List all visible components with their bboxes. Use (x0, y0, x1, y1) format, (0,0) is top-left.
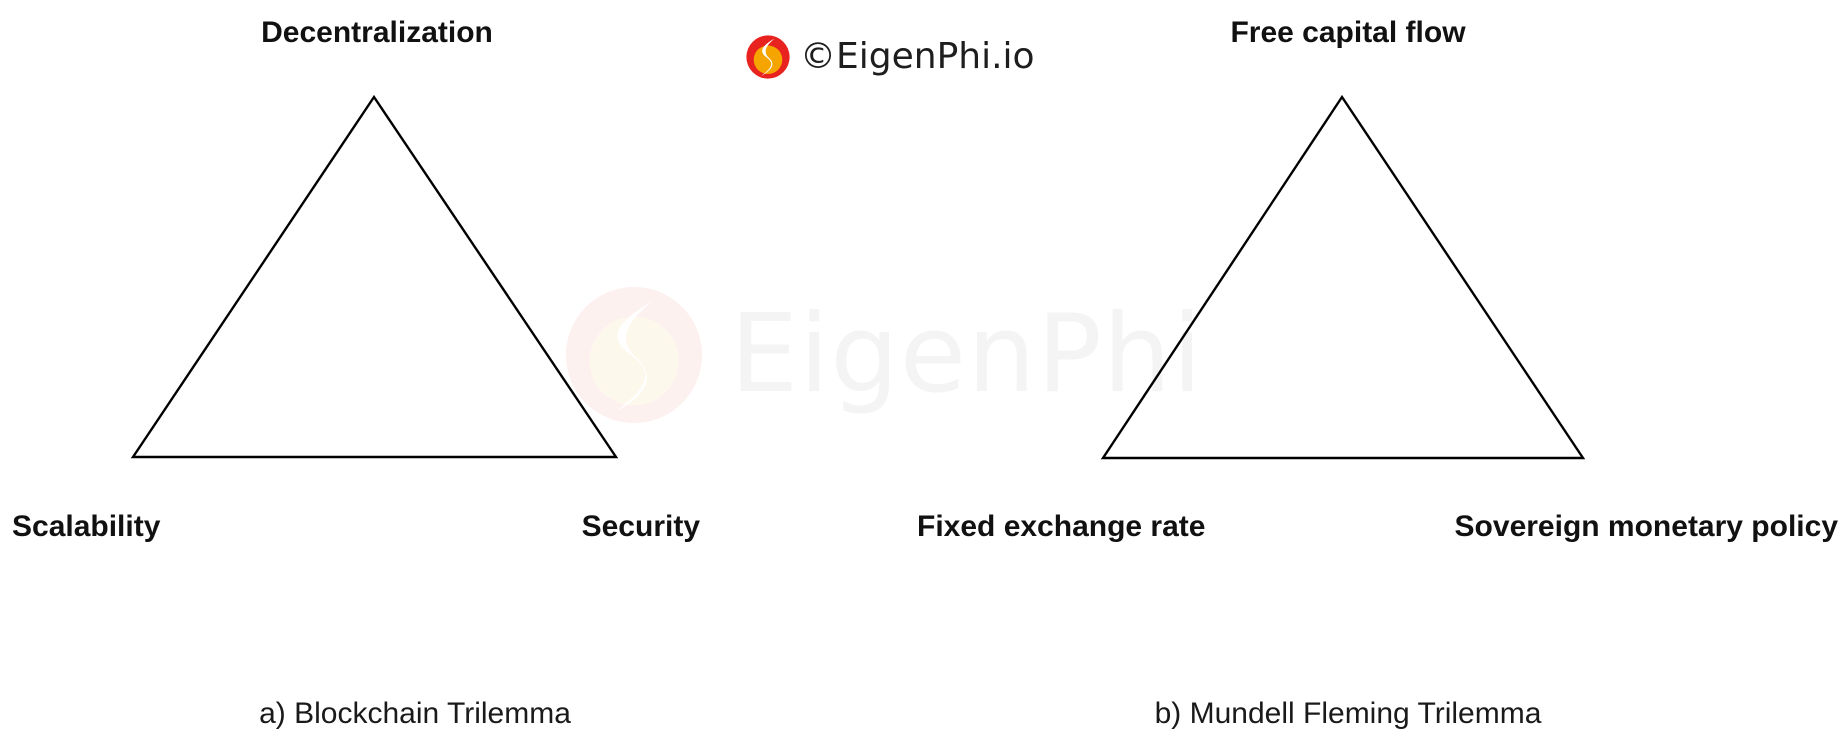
mundell-fleming-trilemma-triangle (1100, 94, 1586, 460)
label-decentralization: Decentralization (261, 16, 493, 49)
caption-mundell-fleming-trilemma: b) Mundell Fleming Trilemma (1154, 697, 1542, 730)
label-sovereign-monetary-policy: Sovereign monetary policy (1454, 510, 1838, 543)
label-security: Security (581, 510, 700, 543)
label-free-capital-flow: Free capital flow (1230, 16, 1466, 49)
eigenphi-logo-icon (745, 34, 791, 80)
caption-blockchain-trilemma: a) Blockchain Trilemma (259, 697, 571, 730)
label-fixed-exchange-rate: Fixed exchange rate (917, 510, 1206, 543)
copyright-text: ©EigenPhi.io (800, 36, 1035, 77)
blockchain-trilemma-triangle (130, 94, 619, 459)
label-scalability: Scalability (12, 510, 161, 543)
copyright-block: ©EigenPhi.io (745, 32, 1035, 82)
